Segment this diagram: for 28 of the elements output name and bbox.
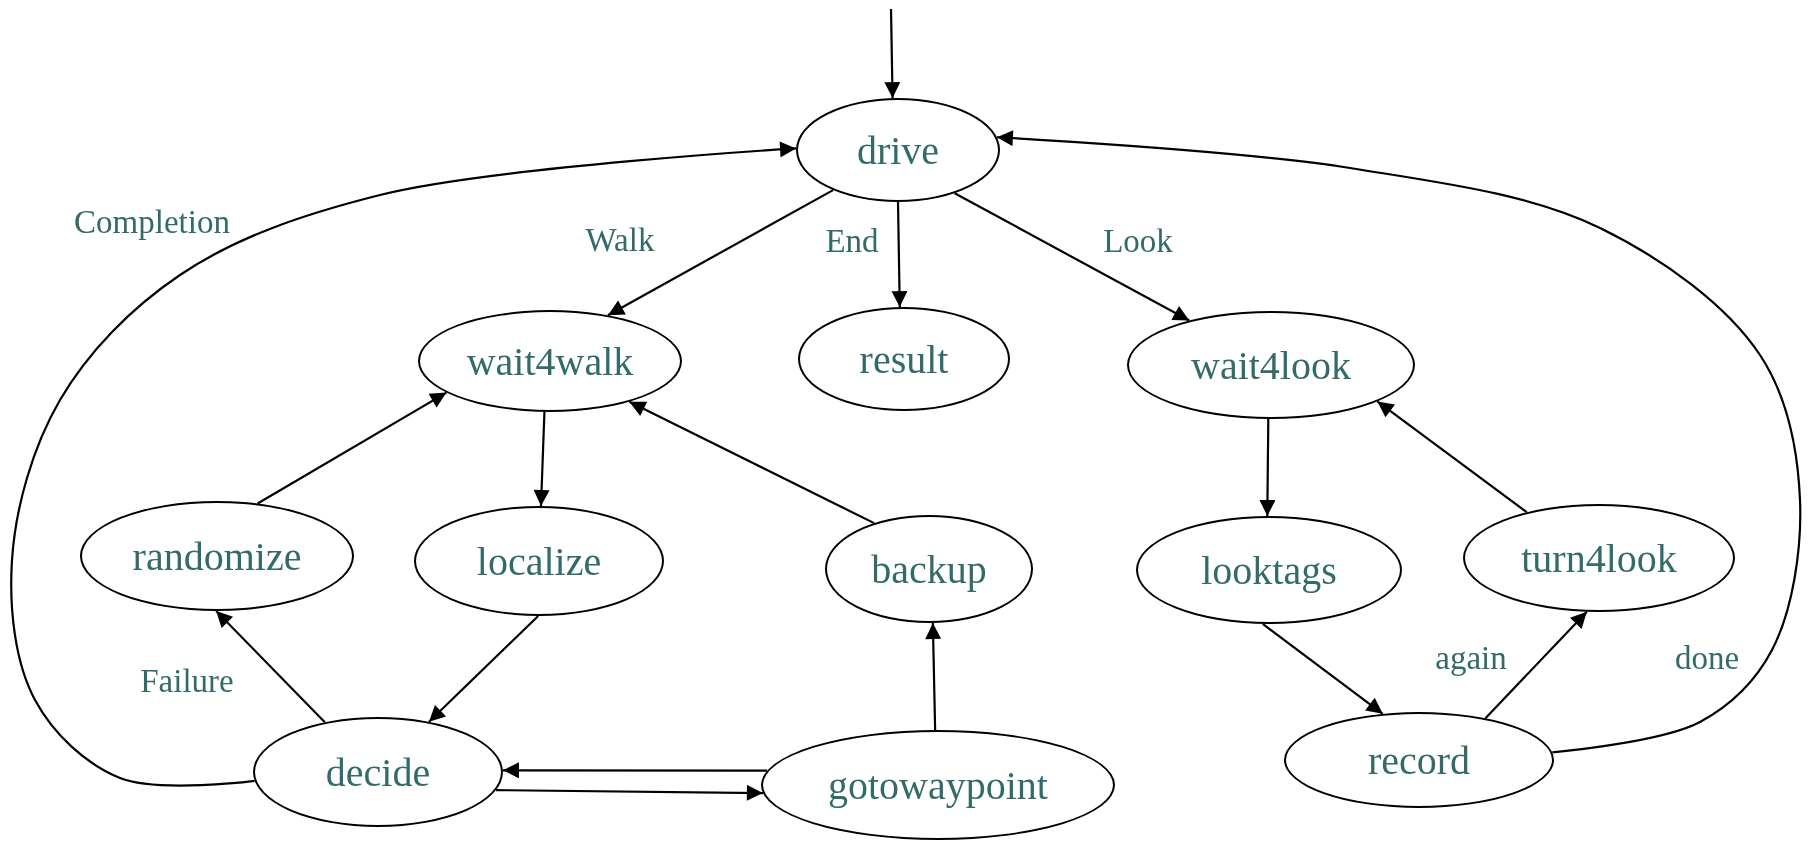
arrow [502, 762, 768, 779]
arrow [891, 202, 908, 308]
state-name: localize [476, 537, 602, 585]
state-name: wait4walk [466, 337, 634, 385]
arrow [1259, 418, 1276, 516]
arrow [1484, 611, 1588, 719]
state-name: backup [871, 545, 987, 593]
state-name: result [859, 335, 949, 383]
state-name: randomize [132, 532, 302, 580]
arrow [925, 622, 942, 731]
arrow [628, 400, 875, 525]
arrow [996, 130, 1802, 754]
arrow [496, 784, 763, 801]
state-name: record [1367, 736, 1471, 784]
arrow [10, 141, 797, 787]
state-name: turn4look [1521, 534, 1677, 582]
arrow [428, 615, 539, 723]
arrow [1376, 400, 1528, 514]
state-name: looktags [1201, 546, 1337, 594]
state-name: wait4look [1191, 341, 1351, 389]
state-name: decide [325, 748, 431, 796]
arrow [954, 192, 1190, 322]
arrow [607, 189, 834, 317]
state-name: drive [856, 126, 940, 174]
arrow [215, 610, 326, 723]
arrow [884, 9, 901, 99]
state-name: gotowaypoint [828, 761, 1048, 809]
arrow [533, 411, 550, 507]
